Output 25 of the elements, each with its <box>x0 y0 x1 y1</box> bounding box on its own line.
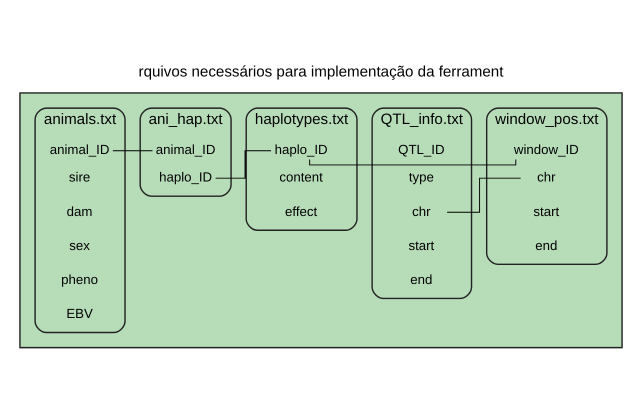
connector <box>112 150 153 152</box>
node-text: QTL_ID <box>398 142 445 158</box>
node-text: haplo_ID <box>274 142 328 158</box>
connector <box>215 150 272 179</box>
node-text: haplo_ID <box>159 170 212 185</box>
node-text: window_ID <box>514 142 579 158</box>
node-text: end <box>410 272 432 287</box>
node-text: start <box>408 238 434 253</box>
node-text: effect <box>285 204 318 219</box>
node-text: animal_ID <box>156 142 216 158</box>
cluster <box>19 92 623 348</box>
node-text: type <box>408 170 434 185</box>
connector <box>446 178 522 213</box>
node-text: content <box>279 170 323 185</box>
node-text: end <box>535 238 558 253</box>
node-text: chr <box>537 170 556 185</box>
node-text: pheno <box>61 272 98 287</box>
node-text: sex <box>69 238 90 253</box>
node-text: start <box>533 204 560 219</box>
node-text: dam <box>66 204 92 219</box>
node-text: sire <box>68 170 90 185</box>
node-text: chr <box>412 204 431 219</box>
node-text: EBV <box>66 306 93 322</box>
diagram-title: rquivos necessários para implementação da ferrament <box>138 64 504 81</box>
node-text: animal_ID <box>50 142 110 158</box>
